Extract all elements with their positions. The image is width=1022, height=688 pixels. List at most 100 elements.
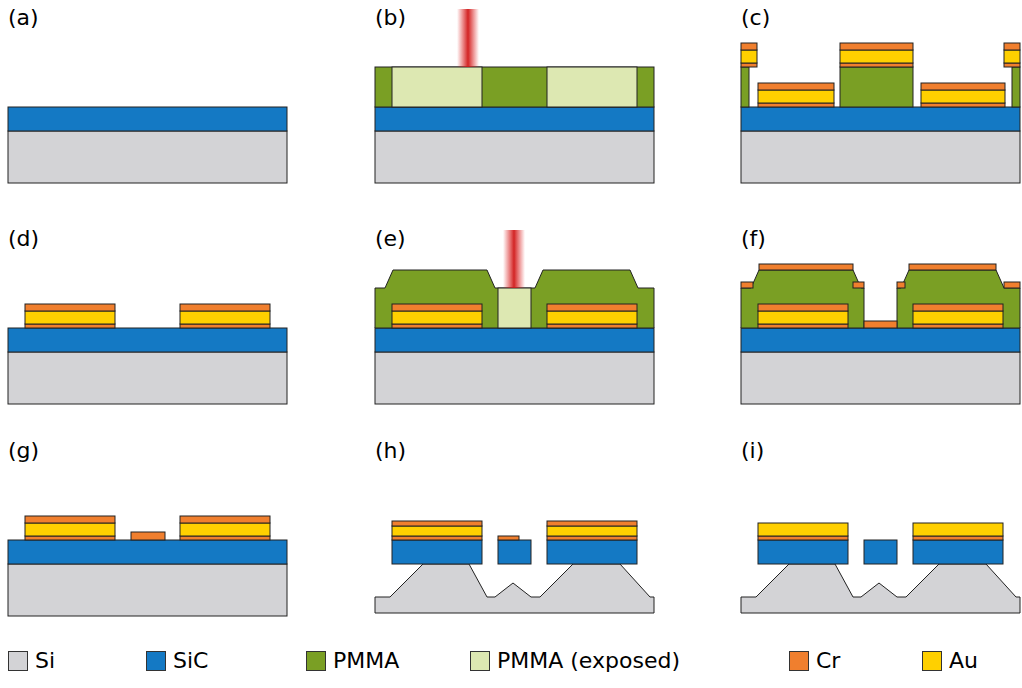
pmma-layer [1012, 67, 1020, 107]
panel-label: (f) [741, 228, 766, 250]
metal-layer [758, 304, 848, 311]
metal-layer [392, 304, 482, 311]
metal-layer [913, 304, 1003, 311]
metal-layer [741, 63, 757, 67]
panel-label: (i) [741, 440, 764, 462]
sic-layer [8, 540, 287, 564]
metal-layer [840, 43, 913, 50]
electron-beam [503, 230, 525, 288]
pmma-layer [897, 270, 1020, 328]
si-substrate [741, 131, 1020, 183]
process-step [8, 516, 287, 616]
metal-layer [758, 324, 848, 328]
metal-layer [392, 521, 482, 526]
sic-layer [864, 540, 897, 564]
metal-layer [25, 536, 115, 540]
process-step [741, 43, 1020, 183]
sic-layer [8, 107, 287, 131]
metal-layer [25, 516, 115, 523]
electron-beam [457, 9, 479, 67]
metal-layer [180, 324, 270, 328]
metal-layer [547, 526, 637, 536]
metal-layer [913, 523, 1003, 536]
metal-layer [1004, 43, 1020, 50]
cr-layer [897, 282, 905, 288]
metal-layer [921, 103, 1005, 107]
metal-layer [25, 324, 115, 328]
metal-layer [758, 90, 834, 103]
legend-swatch [8, 651, 28, 671]
panel-label: (d) [8, 228, 39, 250]
metal-layer [547, 304, 637, 311]
legend-swatch [922, 651, 942, 671]
cr-layer [759, 264, 853, 270]
legend-text: PMMA [333, 650, 399, 672]
panel-label: (b) [375, 7, 406, 29]
metal-layer [180, 311, 270, 324]
pmma-exposed [392, 67, 482, 107]
process-step [741, 523, 1020, 613]
pmma-layer [840, 67, 913, 107]
metal-layer [758, 311, 848, 324]
pmma-exposed [547, 67, 637, 107]
metal-layer [913, 536, 1003, 540]
cr-layer [909, 264, 996, 270]
cr-layer [741, 282, 753, 288]
legend-text: Au [949, 650, 978, 672]
metal-layer [840, 50, 913, 63]
cr-layer [1004, 282, 1020, 288]
panel-label: (e) [375, 228, 406, 250]
legend-swatch [470, 651, 490, 671]
sic-layer [8, 328, 287, 352]
metal-layer [25, 311, 115, 324]
metal-layer [180, 516, 270, 523]
metal-layer [741, 43, 757, 50]
metal-layer [758, 536, 848, 540]
metal-layer [392, 324, 482, 328]
metal-layer [758, 523, 848, 536]
metal-layer [392, 536, 482, 540]
legend-text: SiC [173, 650, 208, 672]
sic-layer [392, 540, 482, 564]
panel-label: (a) [8, 7, 39, 29]
pmma-layer [741, 67, 749, 107]
si-substrate [375, 352, 654, 404]
process-step [375, 521, 654, 613]
legend-text: Cr [816, 650, 840, 672]
legend-text: PMMA (exposed) [497, 650, 680, 672]
metal-layer [1004, 63, 1020, 67]
sic-layer [547, 540, 637, 564]
pmma-layer [741, 270, 864, 328]
metal-layer [921, 90, 1005, 103]
legend-swatch [789, 651, 809, 671]
metal-layer [1004, 50, 1020, 63]
metal-layer [547, 311, 637, 324]
metal-layer [921, 83, 1005, 90]
process-step [375, 9, 654, 183]
metal-layer [547, 536, 637, 540]
process-step [8, 107, 287, 183]
metal-layer [913, 311, 1003, 324]
metal-layer [392, 526, 482, 536]
metal-layer [547, 324, 637, 328]
metal-layer [180, 536, 270, 540]
cr-layer [853, 282, 864, 288]
sic-layer [498, 540, 531, 564]
metal-layer [758, 83, 834, 90]
si-substrate [8, 131, 287, 183]
metal-layer [741, 50, 757, 63]
cr-layer [131, 532, 165, 540]
panel-label: (h) [375, 440, 406, 462]
legend-text: Si [35, 650, 55, 672]
panel-label: (g) [8, 440, 39, 462]
metal-layer [547, 521, 637, 526]
process-step [741, 264, 1020, 404]
metal-layer [25, 304, 115, 311]
cr-layer [864, 321, 897, 328]
legend-swatch [306, 651, 326, 671]
sic-layer [375, 107, 654, 131]
pmma-exposed [498, 288, 531, 328]
si-substrate [741, 564, 1020, 613]
metal-layer [392, 311, 482, 324]
